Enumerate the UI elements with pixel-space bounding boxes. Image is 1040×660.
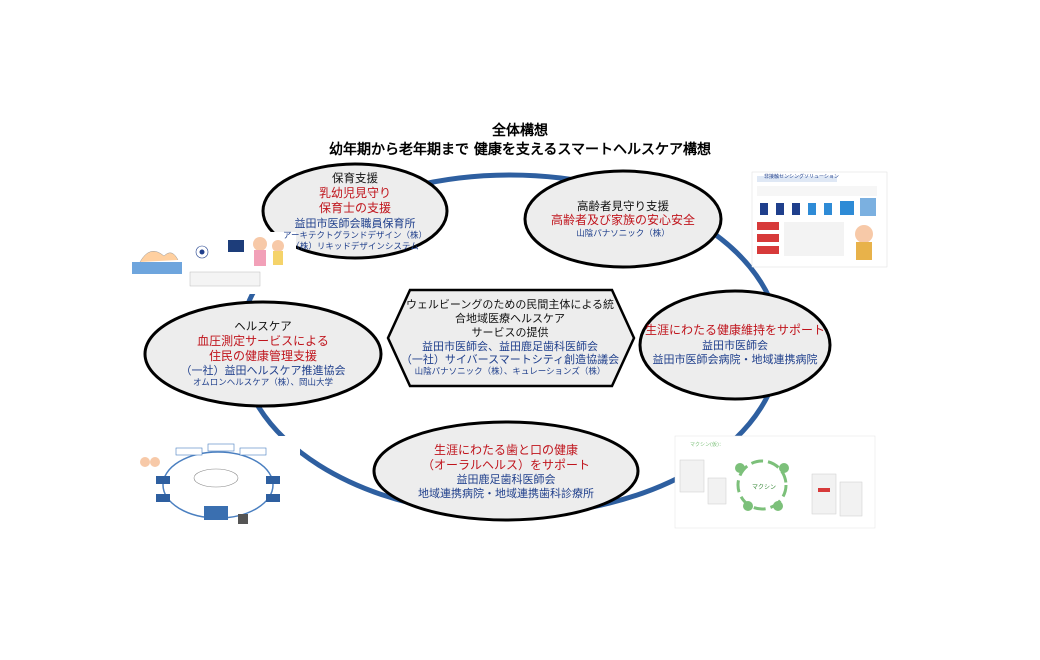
node-healthcare-red-2: 住民の健康管理支援 bbox=[208, 348, 317, 363]
node-healthcare-partner: オムロンヘルスケア（株）、岡山大学 bbox=[193, 378, 333, 389]
node-elderly: 高齢者見守り支援 高齢者及び家族の安心安全 山陰パナソニック（株） bbox=[528, 182, 718, 256]
node-healthcare-shape bbox=[143, 300, 383, 408]
node-healthcare-red-1: 血圧測定サービスによる bbox=[197, 333, 329, 348]
center-org-2: （一社）サイバースマートシティ創造協議会 bbox=[400, 353, 620, 367]
node-oral-red-2: （オーラルヘルス）をサポート bbox=[421, 457, 590, 472]
node-oral-red-1: 生涯にわたる歯と口の健康 bbox=[433, 442, 578, 457]
node-elderly-red: 高齢者及び家族の安心安全 bbox=[550, 213, 695, 228]
center-org-1: 益田市医師会、益田鹿足歯科医師会 bbox=[422, 339, 598, 353]
node-childcare-red-2: 保育士の支援 bbox=[318, 201, 391, 216]
node-childcare-red-1: 乳幼児見守り bbox=[318, 186, 391, 201]
node-oral-shape bbox=[372, 420, 640, 522]
node-lifelong-org-1: 益田市医師会 bbox=[702, 338, 768, 352]
node-healthcare-org: （一社）益田ヘルスケア推進協会 bbox=[180, 364, 346, 378]
node-healthcare-heading: ヘルスケア bbox=[234, 318, 292, 333]
center-line-1: ウェルビーングのための民間主体による統 bbox=[405, 298, 615, 312]
thumb-sensing-label: 非接触センシングソリューション bbox=[764, 174, 839, 180]
node-childcare-partner-2: （株）リキッドデザインシステム bbox=[291, 241, 419, 252]
thumb-app bbox=[674, 435, 876, 529]
diagram-subtitle: 幼年期から老年期まで 健康を支えるスマートヘルスケア構想 bbox=[328, 142, 712, 158]
thumb-app-brand: マクシン bbox=[752, 484, 777, 491]
node-elderly-shape bbox=[523, 169, 723, 269]
center-partner: 山陰パナソニック（株）、キュレーションズ（株） bbox=[414, 367, 606, 378]
node-lifelong-shape bbox=[638, 289, 832, 401]
node-oral: 生涯にわたる歯と口の健康 （オーラルヘルス）をサポート 益田鹿足歯科医師会 地域… bbox=[380, 436, 632, 508]
node-childcare-partner-1: アーキテクトグランドデザイン（株） bbox=[283, 230, 427, 241]
center-node: ウェルビーングのための民間主体による統 合地域医療ヘルスケア サービスの提供 益… bbox=[395, 290, 625, 386]
thumb-healthcare-flow bbox=[135, 436, 300, 536]
node-oral-org-2: 地域連携病院・地域連携歯科診療所 bbox=[418, 487, 594, 501]
node-lifelong-red: 生涯にわたる健康維持をサポート bbox=[644, 323, 825, 338]
thumb-elderly-sensing bbox=[751, 171, 888, 268]
node-childcare-shape bbox=[261, 162, 449, 260]
node-lifelong: 生涯にわたる健康維持をサポート 益田市医師会 益田市医師会病院・地域連携病院 bbox=[642, 310, 828, 380]
node-lifelong-org-2: 益田市医師会病院・地域連携病院 bbox=[652, 352, 818, 366]
node-childcare-heading: 保育支援 bbox=[332, 171, 378, 186]
thumb-app-label: マクシン(仮)： bbox=[690, 442, 724, 448]
diagram-title: 全体構想 bbox=[492, 123, 548, 139]
center-line-3: サービスの提供 bbox=[471, 325, 549, 339]
thumb-childcare bbox=[128, 232, 296, 294]
node-childcare: 保育支援 乳幼児見守り 保育士の支援 益田市医師会職員保育所 アーキテクトグラン… bbox=[265, 166, 445, 258]
node-elderly-heading: 高齢者見守り支援 bbox=[577, 198, 669, 213]
node-healthcare: ヘルスケア 血圧測定サービスによる 住民の健康管理支援 （一社）益田ヘルスケア推… bbox=[148, 312, 378, 396]
center-hexagon bbox=[386, 288, 636, 388]
node-elderly-partner: 山陰パナソニック（株） bbox=[576, 228, 670, 239]
node-childcare-org: 益田市医師会職員保育所 bbox=[294, 216, 416, 230]
node-oral-org-1: 益田鹿足歯科医師会 bbox=[456, 473, 556, 487]
center-line-2: 合地域医療ヘルスケア bbox=[455, 312, 565, 326]
